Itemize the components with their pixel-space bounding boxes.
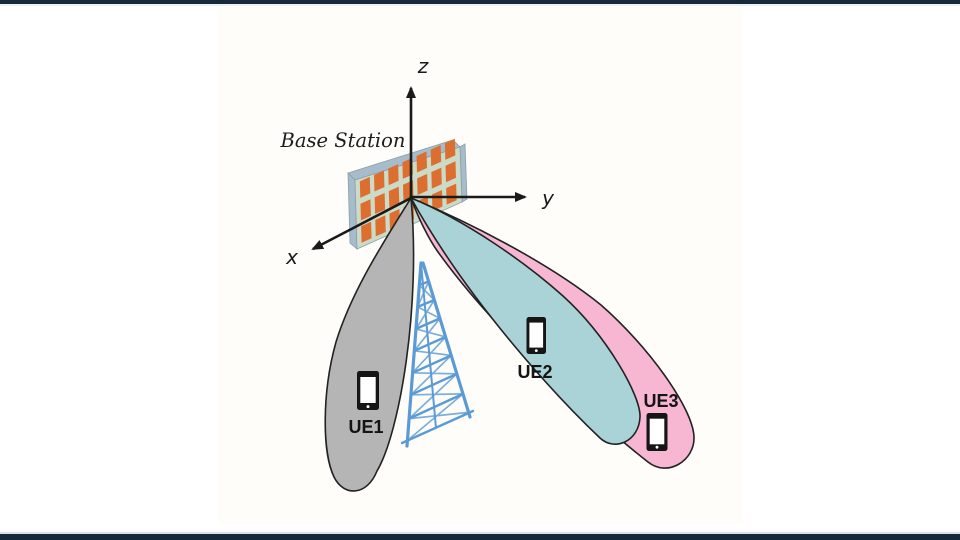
phone-ue3-icon <box>646 413 668 451</box>
bottom-border-bar <box>0 534 960 540</box>
x-axis-label: x <box>285 245 298 269</box>
ue1-label: UE1 <box>348 417 383 437</box>
phone-screen <box>529 322 544 348</box>
z-axis-label: z <box>417 54 429 78</box>
phone-screen <box>360 377 376 403</box>
beam-ue2 <box>409 196 641 445</box>
ue2-label: UE2 <box>517 362 552 382</box>
antenna-element <box>375 215 386 237</box>
phone-ue1-icon <box>357 371 379 410</box>
antenna-element <box>430 145 442 167</box>
top-border-bar <box>0 0 960 4</box>
coordinate-axes: z y x <box>285 54 555 269</box>
antenna-element <box>417 173 428 195</box>
antenna-element <box>432 189 443 212</box>
tower-legs <box>405 261 472 448</box>
antenna-element <box>416 151 427 173</box>
top-accent-strip <box>0 4 960 6</box>
x-axis <box>311 196 412 251</box>
antenna-element <box>431 167 442 189</box>
phone-home-dot <box>366 405 370 409</box>
ue2-group: UE2 <box>517 317 553 382</box>
bottom-accent-strip <box>0 532 960 534</box>
antenna-element <box>361 221 372 243</box>
antenna-element <box>388 186 400 208</box>
lattice-tower <box>400 261 475 448</box>
antenna-element <box>444 138 456 160</box>
antenna-element-grid <box>359 138 457 243</box>
antenna-element <box>374 192 386 214</box>
tower-braces <box>406 280 470 442</box>
tower-rungs <box>400 280 475 445</box>
ue1-group: UE1 <box>348 371 384 437</box>
base-station-label: Base Station <box>280 129 406 152</box>
antenna-element <box>359 176 371 198</box>
ue3-group: UE3 <box>643 391 679 451</box>
ue3-label: UE3 <box>643 391 678 411</box>
phone-ue2-icon <box>526 317 546 354</box>
antenna-element <box>446 183 457 205</box>
phone-screen <box>649 418 665 445</box>
phone-home-dot <box>655 445 659 449</box>
antenna-element <box>388 164 399 186</box>
beam-ue1 <box>324 195 415 492</box>
antenna-element <box>360 199 371 221</box>
phone-home-dot <box>534 349 538 352</box>
y-axis-label: y <box>541 186 555 210</box>
antenna-element <box>374 170 385 192</box>
antenna-element <box>445 161 456 183</box>
